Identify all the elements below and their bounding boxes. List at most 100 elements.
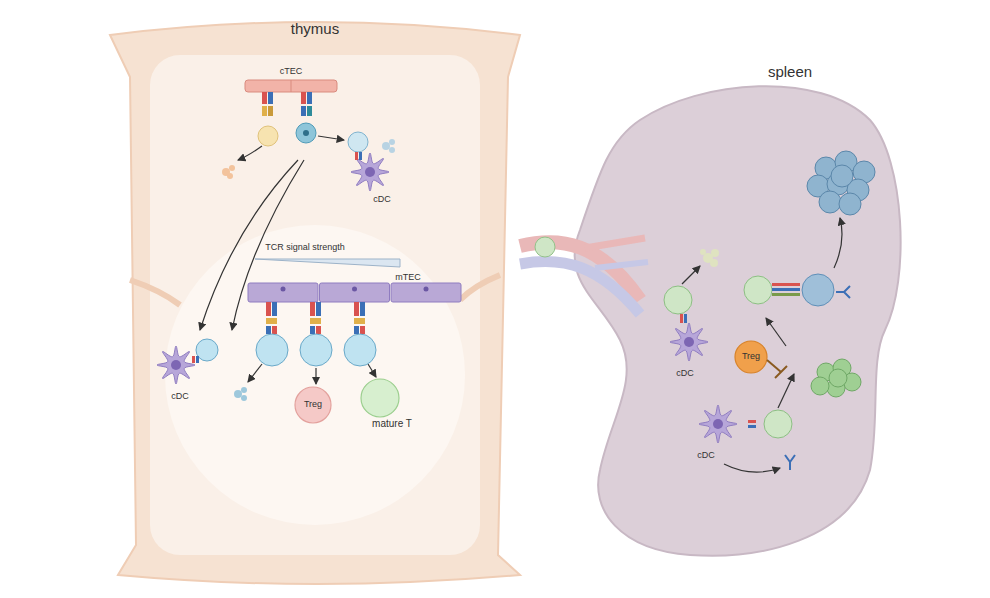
mtec-receptors bbox=[272, 302, 277, 316]
apoptotic-cell bbox=[700, 249, 706, 255]
dendritic-cell-nucleus bbox=[365, 167, 375, 177]
thymocyte bbox=[196, 356, 199, 363]
t-cell bbox=[744, 276, 772, 304]
dendritic-cell-body bbox=[670, 323, 708, 361]
arrow bbox=[834, 218, 842, 268]
apoptotic-cell bbox=[222, 139, 395, 401]
plasma-cell-cluster bbox=[847, 179, 869, 201]
apoptotic-cell bbox=[711, 249, 719, 257]
t-cell-cluster bbox=[817, 363, 835, 381]
node-label: spleen bbox=[755, 63, 825, 80]
plasma-cell-cluster bbox=[853, 161, 875, 183]
arrow bbox=[368, 364, 376, 377]
thymocyte bbox=[348, 132, 368, 152]
treg-cell: Treg bbox=[734, 340, 768, 374]
dendritic-cell-shape bbox=[680, 398, 756, 464]
ctec-receptors bbox=[301, 106, 306, 116]
node-label: cDC bbox=[362, 194, 402, 204]
blood-vessel bbox=[520, 238, 648, 314]
mtec-receptors bbox=[354, 302, 359, 316]
apoptotic-cell bbox=[389, 139, 395, 145]
t-cell bbox=[748, 425, 756, 428]
thymocyte bbox=[192, 334, 376, 366]
dendritic-cell: cDC bbox=[342, 150, 412, 210]
thymocyte bbox=[258, 123, 368, 160]
antibody bbox=[785, 455, 795, 470]
signal-wedge bbox=[255, 259, 400, 267]
t-cell-cluster bbox=[811, 359, 861, 397]
axis-label: TCR signal strength bbox=[245, 242, 365, 252]
apoptotic-cell bbox=[703, 253, 713, 263]
ctec-receptors bbox=[262, 92, 312, 116]
mtec-nucleus bbox=[352, 287, 357, 292]
inhibition-line bbox=[767, 360, 787, 378]
node-label: thymus bbox=[260, 20, 370, 37]
t-cell-cluster bbox=[843, 373, 861, 391]
apoptotic-cell bbox=[234, 390, 242, 398]
blood-vessel bbox=[520, 242, 640, 300]
mtec-layer: mTEC bbox=[248, 272, 462, 302]
plasma-cell-cluster bbox=[807, 175, 829, 197]
inhibition-line bbox=[767, 360, 781, 372]
thymus-organ: thymus cTEC cDC mTEC cDC Treg mature T bbox=[100, 15, 530, 580]
ctec-receptors bbox=[268, 92, 273, 104]
t-cell bbox=[664, 286, 692, 314]
ctec-receptors bbox=[301, 92, 306, 104]
apoptotic-cell bbox=[700, 249, 719, 267]
arrow bbox=[682, 266, 700, 284]
apoptotic-cell bbox=[710, 259, 718, 267]
spleen-organ: spleen cDC Treg cDC bbox=[520, 60, 900, 565]
t-cell bbox=[535, 237, 555, 257]
plasma-cell-cluster bbox=[839, 193, 861, 215]
mtec-receptors bbox=[266, 302, 271, 316]
b-cell bbox=[772, 274, 850, 306]
mtec-receptors bbox=[266, 318, 277, 324]
thymocyte bbox=[303, 130, 309, 136]
mtec-nucleus bbox=[424, 287, 429, 292]
apoptotic-cell bbox=[382, 142, 390, 150]
t-cell bbox=[680, 314, 683, 323]
ctec-receptors bbox=[262, 106, 267, 116]
thymus-capsule bbox=[110, 22, 520, 584]
node-label: Treg bbox=[734, 351, 768, 361]
t-cell-cluster bbox=[829, 369, 847, 387]
spleen-organ-shape bbox=[520, 60, 900, 565]
dendritic-cell: cDC bbox=[148, 335, 218, 405]
dendritic-cell-body bbox=[157, 346, 195, 384]
node-label: mature T bbox=[360, 418, 424, 430]
t-cell bbox=[748, 420, 756, 423]
mtec-receptors bbox=[272, 326, 277, 334]
apoptotic-cell bbox=[389, 147, 395, 153]
thymus-medulla bbox=[165, 225, 465, 525]
apoptotic-cell bbox=[241, 387, 247, 393]
node-label: cDC bbox=[686, 450, 726, 460]
thymocyte bbox=[344, 334, 376, 366]
node-label: cDC bbox=[160, 391, 200, 401]
b-cell bbox=[772, 293, 800, 296]
mtec-receptors bbox=[310, 326, 315, 334]
dendritic-cell-body bbox=[699, 405, 737, 443]
mtec-receptors bbox=[310, 318, 321, 324]
antibody bbox=[785, 455, 795, 470]
apoptotic-cell bbox=[241, 395, 247, 401]
t-cell-cluster bbox=[811, 377, 829, 395]
ctec-receptors bbox=[268, 106, 273, 116]
mtec-receptors bbox=[316, 326, 321, 334]
dendritic-cell-nucleus bbox=[684, 337, 694, 347]
mtec-layer-shape bbox=[248, 272, 462, 302]
cell-body bbox=[295, 387, 331, 423]
node-label: cTEC bbox=[245, 66, 337, 76]
plasma-cell-cluster bbox=[815, 157, 837, 179]
t-cell bbox=[684, 314, 687, 323]
plasma-cell-cluster bbox=[807, 151, 875, 215]
node-label: mTEC bbox=[388, 272, 428, 282]
mtec-receptors bbox=[354, 318, 365, 324]
node-label: cDC bbox=[665, 368, 705, 378]
mature-t-cell: mature T bbox=[352, 378, 424, 432]
treg-cell: Treg bbox=[294, 386, 332, 424]
mtec-receptors bbox=[360, 302, 365, 316]
ctec-receptors bbox=[307, 92, 312, 104]
apoptotic-cell bbox=[227, 173, 233, 179]
